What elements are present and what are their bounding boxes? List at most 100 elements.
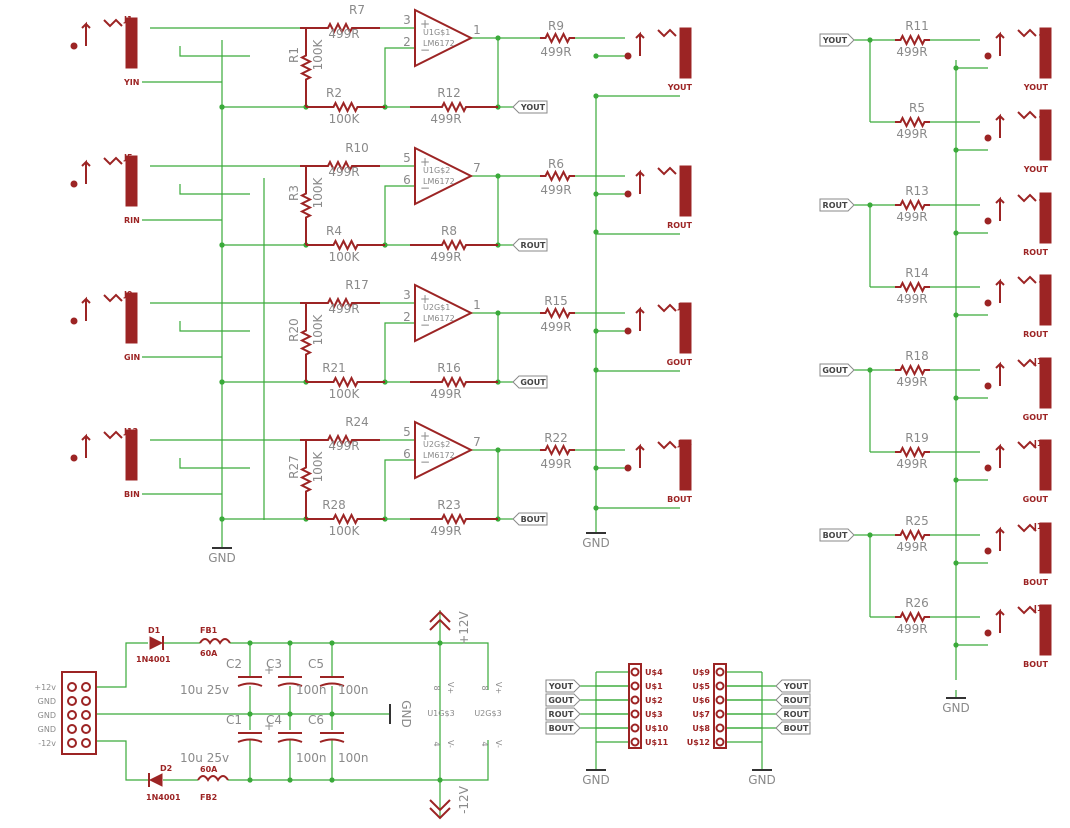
- jack-tip: [657, 440, 677, 450]
- header-right-net-2-text: ROUT: [784, 710, 809, 719]
- output-jack-ref: J14: [677, 439, 693, 448]
- opamp-power-U2: U2G$3: [474, 709, 501, 718]
- jack-arrow: [995, 608, 1005, 633]
- junction-dot: [247, 777, 253, 783]
- jack-pin: [624, 52, 632, 60]
- resistor-R13: [895, 198, 930, 212]
- ref-R3: R3: [287, 185, 301, 201]
- opamp-value: LM6172: [423, 314, 455, 323]
- resistor-R11: [895, 33, 930, 47]
- wire: [179, 184, 250, 195]
- value-R11: 499R: [896, 45, 927, 59]
- jack-pin: [624, 464, 632, 472]
- value-R15: 499R: [540, 320, 571, 334]
- junction-dot: [593, 505, 599, 511]
- output-jack-label: BOUT: [667, 495, 692, 504]
- vplus-pin-U1: V+: [446, 682, 455, 694]
- wire: [384, 185, 415, 245]
- net-tag-out-J15: [819, 528, 855, 542]
- input-jack-label: BIN: [124, 490, 140, 499]
- resistor-R10: [300, 159, 380, 173]
- resistor-R6: [540, 169, 575, 183]
- header-left-net-2-text: ROUT: [549, 710, 574, 719]
- header-right-net-0-text: YOUT: [783, 682, 809, 691]
- junction-dot: [329, 711, 335, 717]
- jack-pin: [70, 180, 78, 188]
- jack-arrow: [995, 278, 1005, 303]
- resistor-R16: [410, 375, 498, 389]
- output-jack-label: BOUT: [1023, 660, 1048, 669]
- jack-arrow: [81, 21, 91, 46]
- output-jack-label: GOUT: [1023, 413, 1049, 422]
- jack-arrow: [995, 526, 1005, 551]
- header-left-pin: [630, 695, 640, 705]
- opamp-plus-sign: +: [420, 155, 430, 169]
- junction-dot: [495, 310, 501, 316]
- ref-C3: C3: [266, 657, 282, 671]
- jack-arrow: [635, 443, 645, 468]
- header-left-net-0: [545, 679, 581, 693]
- resistor-R20: [299, 303, 313, 382]
- output-jack-ref: J12: [1033, 439, 1048, 448]
- ref-C6: C6: [308, 713, 324, 727]
- value-R22: 499R: [540, 457, 571, 471]
- pin-plus: 3: [403, 13, 411, 27]
- output-jack-label: GOUT: [1023, 495, 1049, 504]
- opamp-U2G$2: [414, 420, 474, 480]
- value-C6: 100n: [338, 751, 369, 765]
- ref-R10: R10: [345, 141, 369, 155]
- diode-D2: [148, 773, 163, 787]
- value-R18: 499R: [896, 375, 927, 389]
- polarity-mark: +: [264, 663, 274, 677]
- jack-pin: [984, 464, 992, 472]
- pin-out: 1: [473, 23, 481, 37]
- net-tag-out-J3-text: YOUT: [822, 36, 848, 45]
- resistor-R18: [895, 363, 930, 377]
- resistor-R12: [410, 100, 498, 114]
- jack-pin: [624, 190, 632, 198]
- jack-arrow: [995, 196, 1005, 221]
- value-R19: 499R: [896, 457, 927, 471]
- ref-R13: R13: [905, 184, 929, 198]
- value-FB1: 60A: [200, 649, 218, 658]
- pin-8-U2: 8: [480, 685, 489, 690]
- junction-dot: [495, 447, 501, 453]
- header-pin: [67, 682, 77, 692]
- junction-dot: [219, 242, 225, 248]
- wire: [96, 642, 148, 688]
- junction-dot: [287, 711, 293, 717]
- opamp-ref: U2G$2: [423, 440, 450, 449]
- net-tag-out-J3: [819, 33, 855, 47]
- output-jack-ref: J7: [1038, 192, 1048, 201]
- ref-R28: R28: [322, 498, 346, 512]
- jack-arrow: [81, 159, 91, 184]
- wire: [440, 642, 489, 690]
- header-left: [628, 663, 642, 749]
- header-pin: [81, 710, 91, 720]
- jack-pin: [984, 382, 992, 390]
- value-R26: 499R: [896, 622, 927, 636]
- input-jack-ref: J9: [123, 290, 133, 299]
- jack-pin: [984, 629, 992, 637]
- jack-arrow: [635, 306, 645, 331]
- vplus-arrow2: [429, 618, 451, 631]
- value-C4: 100n: [296, 751, 327, 765]
- vminus-label: -12V: [457, 785, 471, 814]
- capacitor-plate: [237, 682, 263, 687]
- value-R5: 499R: [896, 127, 927, 141]
- header-right-net-0: [775, 679, 811, 693]
- junction-dot: [219, 379, 225, 385]
- output-jack-ref: J16: [1033, 604, 1049, 613]
- input-jack-J13: [125, 429, 138, 481]
- junction-dot: [495, 35, 501, 41]
- input-jack-label: YIN: [123, 78, 139, 87]
- resistor-R4: [306, 238, 385, 252]
- gnd-header-right-label: GND: [748, 773, 776, 787]
- junction-dot: [247, 640, 253, 646]
- header-left-pin-label: U$11: [645, 738, 669, 747]
- junction-dot: [593, 53, 599, 59]
- header-left-net-1: [545, 693, 581, 707]
- resistor-R23: [410, 512, 498, 526]
- header-right: [713, 663, 727, 749]
- vminus-arrow2: [429, 807, 451, 820]
